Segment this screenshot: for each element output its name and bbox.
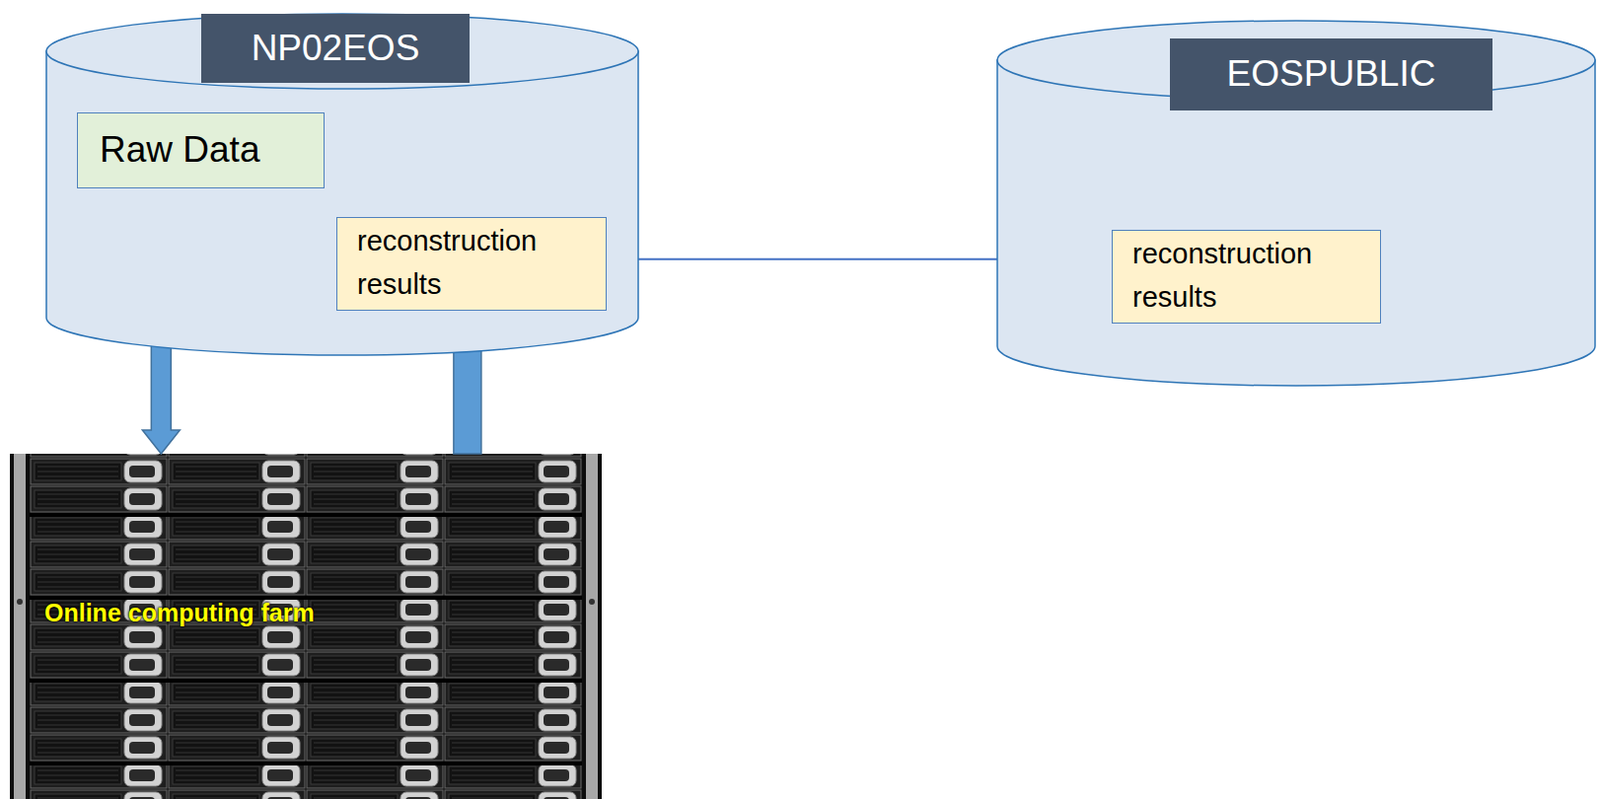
box-label: reconstruction results	[357, 219, 590, 306]
storage-title: EOSPUBLIC	[1169, 38, 1493, 111]
cylinder-top	[46, 13, 639, 89]
farm-label: Online computing farm	[44, 597, 315, 628]
data-box: Raw Data	[76, 112, 325, 189]
storage-title: NP02EOS	[201, 13, 470, 83]
data-box: reconstruction results	[336, 217, 607, 311]
storage-cylinder: EOSPUBLIC reconstruction results	[997, 20, 1596, 386]
cylinder-body	[46, 51, 639, 356]
computing-farm: Online computing farm	[9, 453, 602, 799]
box-label: reconstruction results	[1132, 232, 1365, 319]
storage-cylinder: NP02EOS Raw Data reconstruction results	[46, 13, 639, 356]
box-label: Raw Data	[99, 128, 260, 172]
data-box: reconstruction results	[1111, 229, 1382, 324]
